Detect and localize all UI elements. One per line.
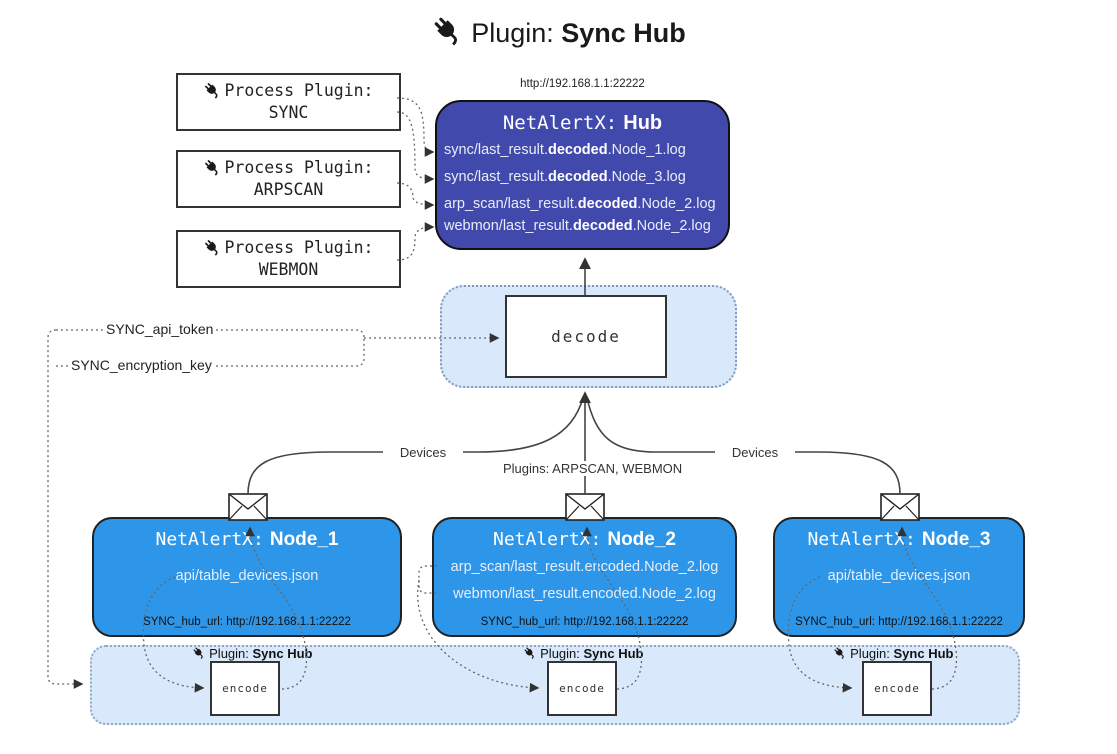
- node1-title: NetAlertX:Node_1: [155, 529, 339, 550]
- plugins-center-label: Plugins: ARPSCAN, WEBMON: [500, 461, 682, 476]
- node3-title: NetAlertX:Node_3: [807, 529, 991, 550]
- envelope-icon: [228, 493, 268, 521]
- hub-log-line: webmon/last_result.decoded.Node_2.log: [444, 218, 711, 234]
- hub-title-name: Hub: [623, 112, 663, 134]
- hub-box: [435, 100, 730, 250]
- page-title: Plugin: Sync Hub: [0, 14, 1117, 49]
- encode-box: encode: [210, 661, 280, 716]
- node2-title: NetAlertX:Node_2: [492, 529, 676, 550]
- process-plugin-box-webmon: Process Plugin: WEBMON: [176, 230, 401, 288]
- plug-icon: [193, 647, 203, 659]
- hub-log-line: arp_scan/last_result.decoded.Node_2.log: [444, 196, 716, 212]
- devices-right-label: Devices: [715, 445, 795, 460]
- hub-log-line: sync/last_result.decoded.Node_1.log: [444, 142, 686, 158]
- process-plugin-box-sync: Process Plugin: SYNC: [176, 73, 401, 131]
- sync-api-token-label: SYNC_api_token: [103, 321, 217, 337]
- envelope-icon: [565, 493, 605, 521]
- band-plugin-label: Plugin: Sync Hub: [793, 646, 993, 661]
- plug-icon: [834, 647, 844, 659]
- edge-webmon-to-hub: [396, 222, 435, 261]
- node3-file-line: api/table_devices.json: [827, 568, 971, 584]
- devices-left-label: Devices: [383, 445, 463, 460]
- decode-box: decode: [505, 295, 667, 378]
- node2-file-line: webmon/last_result.encoded.Node_2.log: [453, 586, 716, 602]
- band-plugin-label: Plugin: Sync Hub: [483, 646, 683, 661]
- edge-sync-to-hub1: [396, 97, 435, 157]
- hub-title: NetAlertX:Hub: [435, 112, 730, 135]
- hub-title-prefix: NetAlertX:: [502, 112, 618, 134]
- node2-hub-url: SYNC_hub_url: http://192.168.1.1:22222: [480, 616, 689, 628]
- decode-label: decode: [551, 327, 621, 346]
- plug-icon: [205, 83, 219, 99]
- hub-url-label: http://192.168.1.1:22222: [520, 78, 645, 90]
- plug-icon: [205, 160, 219, 176]
- process-plugin-name: ARPSCAN: [253, 180, 324, 199]
- process-plugin-box-arpscan: Process Plugin: ARPSCAN: [176, 150, 401, 208]
- plug-icon: [205, 240, 219, 256]
- band-plugin-label: Plugin: Sync Hub: [152, 646, 352, 661]
- hub-log-line: sync/last_result.decoded.Node_3.log: [444, 169, 686, 185]
- node1-hub-url: SYNC_hub_url: http://192.168.1.1:22222: [143, 616, 351, 628]
- plug-icon: [434, 17, 458, 46]
- process-plugin-name: SYNC: [268, 103, 309, 122]
- sync-encryption-key-label: SYNC_encryption_key: [68, 357, 215, 373]
- process-plugin-label: Process Plugin:: [224, 81, 374, 100]
- envelope-icon: [880, 493, 920, 521]
- node1-file-line: api/table_devices.json: [175, 568, 319, 584]
- encode-box: encode: [862, 661, 932, 716]
- title-name: Sync Hub: [561, 18, 686, 48]
- node3-hub-url: SYNC_hub_url: http://192.168.1.1:22222: [795, 616, 1003, 628]
- encode-box: encode: [547, 661, 617, 716]
- process-plugin-name: WEBMON: [258, 260, 319, 279]
- process-plugin-label: Process Plugin:: [224, 158, 374, 177]
- title-prefix: Plugin:: [471, 18, 554, 48]
- edge-secrets-to-band: [47, 329, 84, 689]
- edge-arpscan-to-hub: [396, 182, 435, 210]
- plug-icon: [524, 647, 534, 659]
- node2-file-line: arp_scan/last_result.encoded.Node_2.log: [450, 559, 719, 575]
- process-plugin-label: Process Plugin:: [224, 238, 374, 257]
- edge-sync-to-hub2: [396, 111, 435, 184]
